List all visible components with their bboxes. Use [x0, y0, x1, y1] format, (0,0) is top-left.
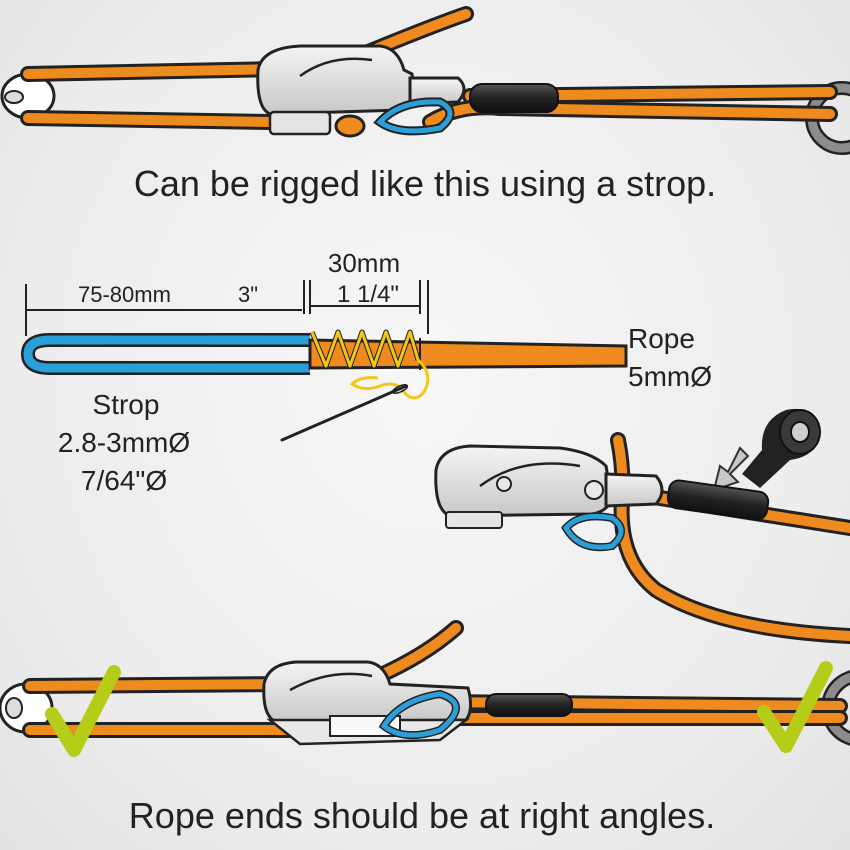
top-strop [376, 99, 453, 134]
top-rope [20, 6, 838, 138]
whipping-length-imperial: 1 1/4" [337, 281, 399, 308]
loop-length-metric: 75-80mm [78, 282, 171, 307]
strop-loop [20, 333, 310, 375]
whipping-length-metric: 30mm [328, 248, 400, 278]
top-caption: Can be rigged like this using a strop. [134, 163, 716, 204]
whipping-thread [309, 329, 430, 400]
strop-diameter-metric: 2.8-3mmØ [58, 427, 190, 458]
top-heat-shrink-sleeve [469, 83, 559, 113]
rope-label: Rope [628, 323, 695, 354]
strop-label: Strop [93, 389, 160, 420]
top-cleat [256, 44, 466, 136]
strop-diameter-imperial: 7/64"Ø [81, 465, 167, 496]
top-rigging-illustration [0, 6, 850, 155]
check-icon [45, 665, 121, 757]
bottom-rigging-illustration [0, 620, 850, 746]
dimension-lines [25, 280, 429, 336]
middle-cleat-assembly [434, 432, 850, 644]
rope-diameter: 5mmØ [628, 361, 712, 392]
loop-length-imperial: 3" [238, 282, 258, 307]
check-icon [757, 661, 833, 753]
heat-shrink-tube-icon [742, 408, 821, 488]
needle-icon [280, 383, 409, 442]
bottom-caption: Rope ends should be at right angles. [129, 795, 715, 836]
arrow-down-icon [712, 446, 750, 492]
